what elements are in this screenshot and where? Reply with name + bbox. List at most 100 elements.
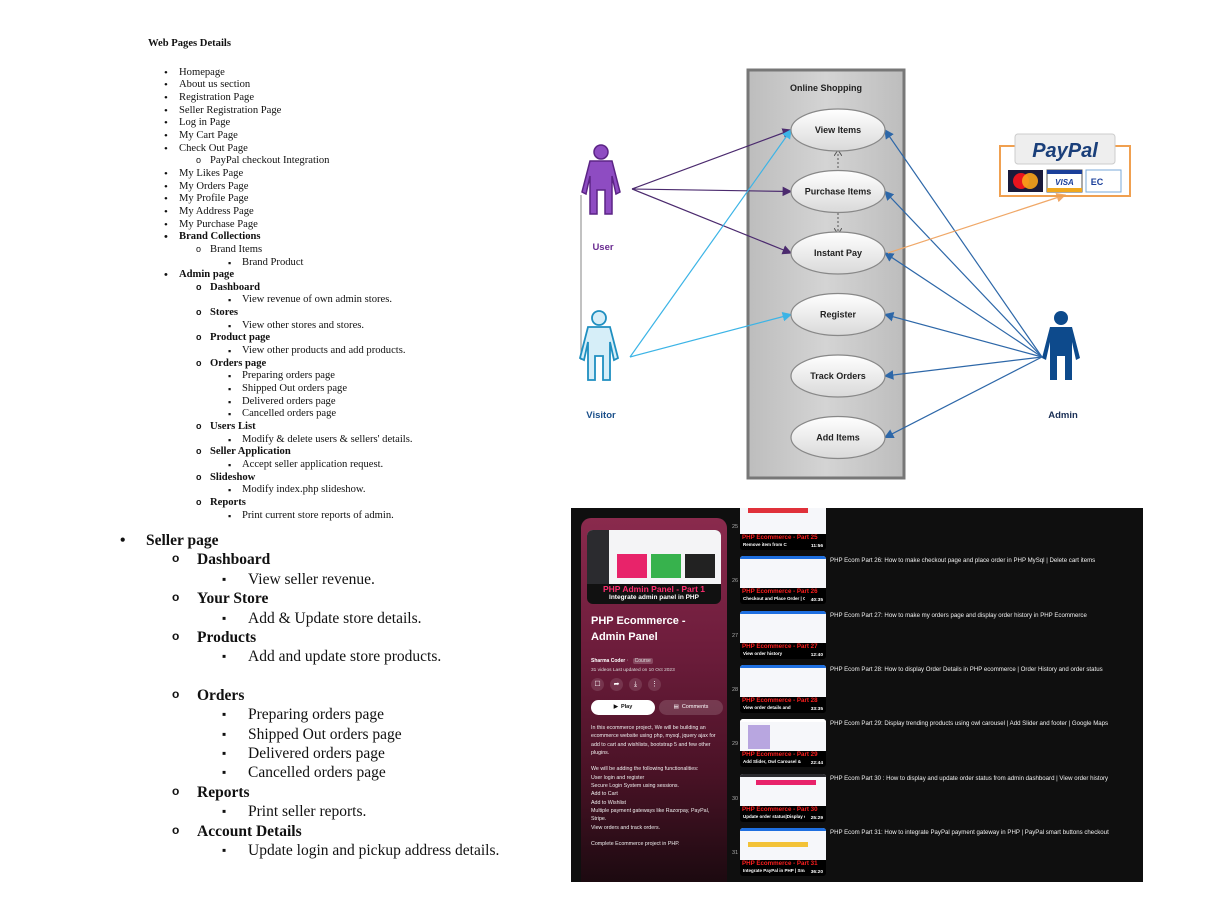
list-item-level-2: Users List bbox=[148, 420, 448, 434]
play-button[interactable]: ▶ Play bbox=[591, 700, 655, 715]
thumbnail-chart-green bbox=[651, 554, 681, 578]
list-item-level-2: Product page bbox=[148, 331, 448, 345]
video-title[interactable]: PHP Ecom Part 27: How to make my orders … bbox=[830, 612, 1087, 619]
thumbnail-accent bbox=[748, 842, 808, 847]
web-pages-details-document: Web Pages Details HomepageAbout us secti… bbox=[148, 38, 448, 522]
list-item-level-2: Products bbox=[118, 627, 538, 647]
user-actor: User bbox=[581, 144, 621, 253]
comments-icon: ▤ bbox=[673, 704, 682, 710]
thumbnail-header-bar bbox=[740, 719, 826, 722]
thumbnail-accent bbox=[748, 508, 808, 513]
share-icon[interactable]: ➦ bbox=[610, 678, 623, 691]
list-item-level-1: My Purchase Page bbox=[148, 219, 448, 232]
list-item-level-1: Brand Collections bbox=[148, 231, 448, 244]
user-association-line bbox=[631, 186, 793, 197]
video-title[interactable]: PHP Ecom Part 30 : How to display and up… bbox=[830, 775, 1109, 782]
video-index: 25 bbox=[731, 524, 739, 530]
playlist-header-card: PHP Admin Panel - Part 1 Integrate admin… bbox=[581, 518, 727, 882]
list-item-level-3: Modify & delete users & sellers' details… bbox=[148, 434, 448, 447]
thumbnail-caption-title: PHP Ecommerce - Part 28 bbox=[742, 697, 818, 704]
thumbnail-header-bar bbox=[740, 556, 826, 559]
admin-association-line bbox=[884, 190, 1043, 358]
list-item-level-3: View seller revenue. bbox=[118, 570, 538, 590]
list-item-level-2: Account Details bbox=[118, 821, 538, 841]
video-title[interactable]: PHP Ecom Part 28: How to display Order D… bbox=[830, 666, 1103, 673]
use-case-label: Purchase Items bbox=[805, 187, 872, 197]
video-title[interactable]: PHP Ecom Part 26: How to make checkout p… bbox=[830, 557, 1096, 564]
list-item-level-3: Modify index.php slideshow. bbox=[148, 484, 448, 497]
download-icon[interactable]: ⤓ bbox=[629, 678, 642, 691]
admin-association-line bbox=[883, 252, 1043, 358]
list-item-level-3: Delivered orders page bbox=[118, 744, 538, 764]
list-item-level-3: Print seller reports. bbox=[118, 802, 538, 822]
channel-name[interactable]: Sharma Coder · Course bbox=[591, 658, 653, 664]
playlist-description: In this ecommerce project, We will be bu… bbox=[591, 725, 716, 848]
user-association-line bbox=[631, 188, 793, 255]
list-item-level-1: Registration Page bbox=[148, 92, 448, 105]
list-item-level-1: About us section bbox=[148, 79, 448, 92]
actor-label-admin: Admin bbox=[1048, 410, 1078, 421]
use-case-label: Track Orders bbox=[810, 371, 866, 381]
thumbnail-chart-pink bbox=[617, 554, 647, 578]
admin-association-line bbox=[883, 356, 1043, 380]
admin-association-line bbox=[883, 312, 1043, 358]
play-icon: ▶ bbox=[613, 704, 621, 710]
bookmark-icon[interactable]: ☐ bbox=[591, 678, 604, 691]
user-association-line bbox=[631, 128, 793, 190]
admin-association-line bbox=[883, 356, 1043, 439]
list-item-level-1: Seller page bbox=[118, 531, 538, 551]
thumbnail-caption-subtitle: Update order status|Display order bbox=[743, 814, 805, 819]
list-item-level-2: Brand Items bbox=[148, 243, 448, 257]
comments-button[interactable]: ▤ Comments bbox=[659, 700, 723, 715]
video-title[interactable]: PHP Ecom Part 29: Display trending produ… bbox=[830, 720, 1109, 727]
thumbnail-chart-dark bbox=[685, 554, 715, 578]
use-case-label: Add Items bbox=[816, 433, 860, 443]
playlist-thumbnail[interactable]: PHP Admin Panel - Part 1 Integrate admin… bbox=[587, 530, 721, 604]
admin-association-line bbox=[884, 129, 1043, 358]
system-title: Online Shopping bbox=[790, 83, 862, 93]
user-associations bbox=[631, 128, 793, 255]
list-item-level-1: Admin page bbox=[148, 269, 448, 282]
use-case-label: Instant Pay bbox=[814, 248, 862, 258]
list-item-level-3: Delivered orders page bbox=[148, 396, 448, 409]
thumbnail-caption-subtitle: View order details and bbox=[743, 705, 791, 710]
thumbnail-caption-title: PHP Ecommerce - Part 29 bbox=[742, 751, 818, 758]
channel-name-text[interactable]: Sharma Coder bbox=[591, 658, 626, 664]
use-case-label: Register bbox=[820, 310, 857, 320]
more-icon[interactable]: ⋮ bbox=[648, 678, 661, 691]
thumbnail-caption-title: PHP Admin Panel - Part 1 bbox=[602, 584, 706, 594]
visitor-association-line bbox=[629, 312, 793, 358]
playlist-actions: ☐ ➦ ⤓ ⋮ bbox=[591, 678, 661, 691]
use-case-track-orders: Track Orders bbox=[790, 354, 886, 398]
list-item-level-2: Orders bbox=[118, 685, 538, 705]
admin-actor: Admin bbox=[1042, 311, 1080, 421]
list-item-level-3: Accept seller application request. bbox=[148, 459, 448, 472]
list-item-level-3: Shipped Out orders page bbox=[148, 383, 448, 396]
thumbnail-caption-title: PHP Ecommerce - Part 27 bbox=[742, 643, 818, 650]
visa-icon: VISA bbox=[1046, 169, 1083, 193]
thumbnail-caption-subtitle: Integrate PayPal in PHP | Smart bbox=[743, 868, 805, 873]
video-duration: 36:20 bbox=[809, 870, 824, 875]
list-item-level-2: Seller Application bbox=[148, 445, 448, 459]
video-title[interactable]: PHP Ecom Part 31: How to integrate PayPa… bbox=[830, 829, 1109, 836]
paypal-wordmark: PayPal bbox=[1032, 140, 1098, 162]
seller-page-document: Seller pageDashboardView seller revenue.… bbox=[118, 531, 538, 861]
admin-associations bbox=[883, 129, 1043, 439]
course-badge: Course bbox=[632, 658, 653, 664]
